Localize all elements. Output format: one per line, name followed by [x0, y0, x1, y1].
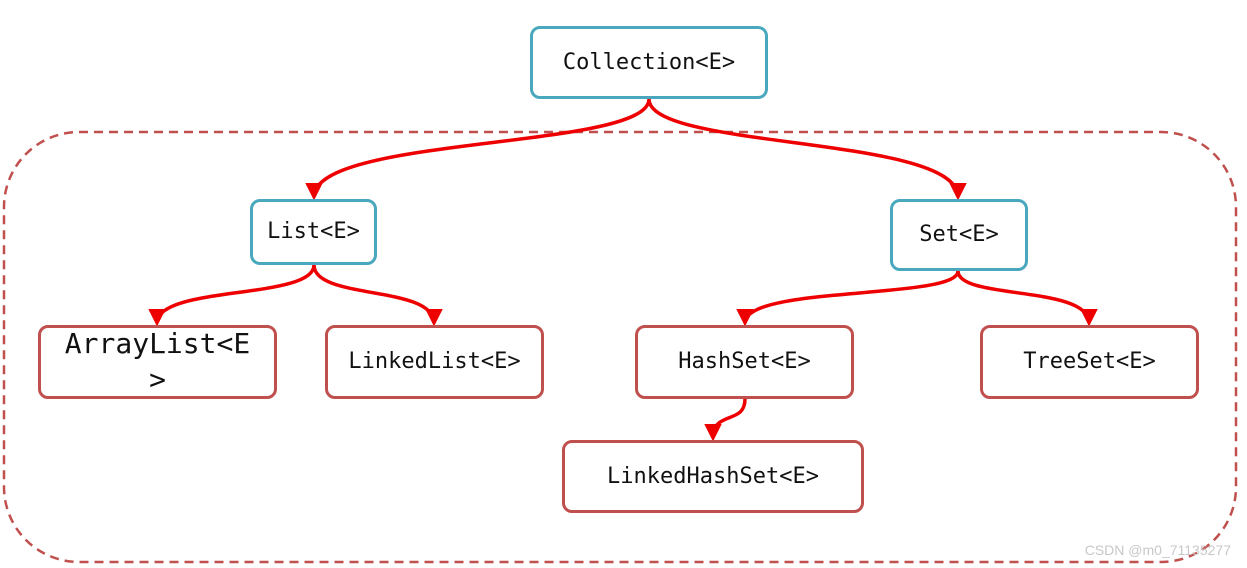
node-linkedlist: LinkedList<E>: [325, 325, 544, 399]
edge-hashset-linkedhashset: [704, 398, 747, 442]
node-arraylist: ArrayList<E>: [38, 325, 277, 399]
node-treeset: TreeSet<E>: [980, 325, 1199, 399]
group-dashed-border: [2, 130, 1238, 564]
node-linkedhashset: LinkedHashSet<E>: [562, 440, 864, 513]
edge-list-arraylist: [148, 264, 316, 327]
edge-list-linkedlist: [312, 264, 443, 327]
node-hashset: HashSet<E>: [635, 325, 854, 399]
node-list: List<E>: [250, 199, 377, 265]
edge-collection-list: [305, 98, 651, 201]
node-set: Set<E>: [890, 199, 1028, 271]
edge-set-treeset: [956, 270, 1098, 327]
watermark: CSDN @m0_71135277: [1084, 542, 1231, 558]
node-collection: Collection<E>: [530, 26, 768, 99]
edge-collection-set: [647, 98, 967, 201]
edge-set-hashset: [736, 270, 960, 327]
